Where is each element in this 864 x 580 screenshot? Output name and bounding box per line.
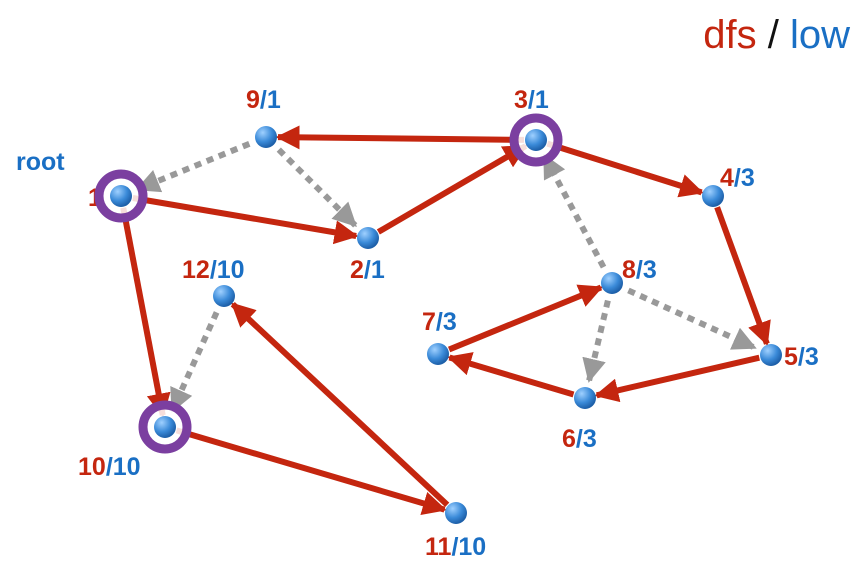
node-dot — [760, 344, 782, 366]
legend-separator: / — [757, 13, 790, 57]
dfs-value: 7 — [422, 308, 436, 336]
back-edge-9-2 — [276, 147, 358, 228]
tree-edge-3-4 — [546, 140, 704, 198]
node-label-9: 9/1 — [246, 86, 281, 114]
node-label-2: 2/1 — [350, 256, 385, 284]
tree-edge-7-8 — [447, 284, 604, 353]
node-8 — [601, 272, 623, 294]
low-value: /3 — [636, 256, 657, 284]
tree-edge-6-7 — [447, 352, 575, 398]
low-value: /1 — [364, 256, 385, 284]
node-label-3: 3/1 — [514, 86, 549, 114]
node-label-4: 4/3 — [720, 164, 755, 192]
tree-edge-5-6 — [594, 354, 760, 403]
node-label-8: 8/3 — [622, 256, 657, 284]
node-dot — [255, 126, 277, 148]
back-edge-12-10 — [169, 311, 220, 413]
node-11 — [445, 502, 467, 524]
node-7 — [427, 343, 449, 365]
node-dot — [110, 185, 132, 207]
low-value: /3 — [734, 164, 755, 192]
node-dot — [525, 129, 547, 151]
node-dot — [427, 343, 449, 365]
tree-edge-2-3 — [376, 143, 528, 235]
low-value: /1 — [528, 86, 549, 114]
low-value: /10 — [210, 256, 245, 284]
dfs-value: 5 — [784, 343, 798, 371]
dfs-value: 4 — [720, 164, 734, 192]
node-label-6: 6/3 — [562, 425, 597, 453]
node-10 — [138, 400, 192, 454]
legend-dfs: dfs — [703, 13, 756, 57]
tree-edge-1-10 — [120, 207, 171, 418]
node-label-11: 11/10 — [425, 533, 486, 561]
node-dot — [601, 272, 623, 294]
legend-title: dfs / low — [703, 13, 850, 57]
node-5 — [760, 344, 782, 366]
tree-edge-11-12 — [230, 302, 450, 507]
back-edge-8-6 — [582, 299, 611, 383]
dfs-value: 12 — [182, 256, 210, 284]
node-dot — [445, 502, 467, 524]
low-value: /3 — [576, 425, 597, 453]
node-9 — [255, 126, 277, 148]
dfs-value: 6 — [562, 425, 576, 453]
tree-edge-10-11 — [175, 427, 447, 515]
tree-edge-1-2 — [132, 195, 359, 245]
low-value: /10 — [106, 453, 141, 481]
dfs-value: 3 — [514, 86, 528, 114]
node-1 — [94, 169, 148, 223]
node-dot — [154, 416, 176, 438]
dfs-value: 11 — [425, 533, 452, 561]
node-dot — [574, 387, 596, 409]
dfs-value: 9 — [246, 86, 260, 114]
legend-low: low — [790, 13, 850, 57]
back-edge-8-3 — [541, 153, 607, 269]
node-dot — [702, 185, 724, 207]
node-label-10: 10/10 — [78, 453, 141, 481]
node-6 — [574, 387, 596, 409]
node-label-12: 12/10 — [182, 256, 245, 284]
dfs-value: 10 — [78, 453, 106, 481]
low-value: /10 — [451, 533, 486, 561]
low-value: /3 — [436, 308, 457, 336]
dfs-value: 2 — [350, 256, 364, 284]
tree-edge-4-5 — [714, 206, 771, 346]
low-value: /1 — [260, 86, 281, 114]
node-label-7: 7/3 — [422, 308, 457, 336]
node-dot — [357, 227, 379, 249]
dfs-value: 8 — [622, 256, 636, 284]
root-label: root — [16, 148, 65, 176]
node-12 — [213, 285, 235, 307]
node-dot — [213, 285, 235, 307]
node-label-5: 5/3 — [784, 343, 819, 371]
back-edge-9-1 — [135, 141, 251, 193]
tree-edge-3-9 — [275, 125, 525, 150]
back-edge-8-5 — [627, 287, 757, 351]
node-2 — [357, 227, 379, 249]
low-value: /3 — [798, 343, 819, 371]
node-3 — [509, 113, 563, 167]
node-4 — [702, 185, 724, 207]
